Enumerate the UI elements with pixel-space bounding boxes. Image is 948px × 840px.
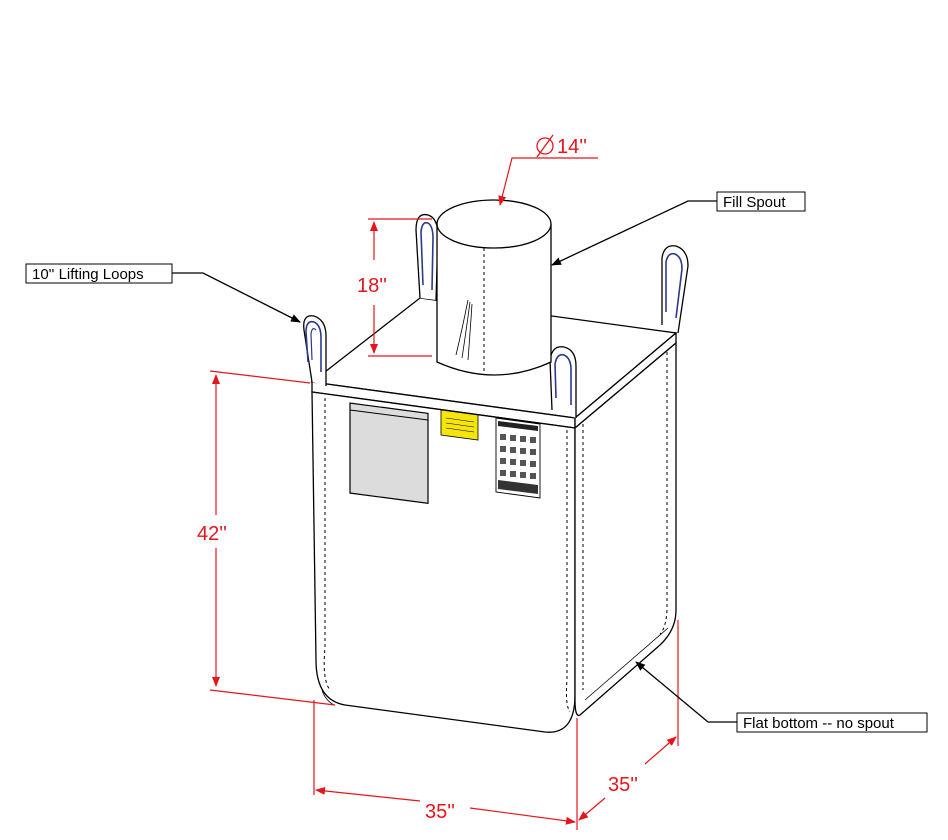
dimension-spout-diameter: 14'' (498, 134, 598, 206)
bottom-right-edge (584, 627, 669, 701)
fill-spout (436, 199, 552, 376)
warning-label (440, 409, 479, 441)
callout-flat-bottom-text: Flat bottom -- no spout (743, 715, 895, 732)
seam-front-left (323, 398, 331, 691)
dimension-spout-height: 18'' (357, 218, 432, 357)
lifting-loop-front-right (549, 346, 577, 418)
callout-lifting-loops: 10'' Lifting Loops (25, 263, 301, 323)
seam-right-right (659, 352, 668, 635)
callout-fill-spout: Fill Spout (551, 191, 806, 266)
bag-depth-value: 35'' (608, 774, 638, 796)
callout-flat-bottom: Flat bottom -- no spout (635, 661, 928, 733)
spout-diameter-value: 14'' (557, 136, 587, 158)
bag-right-face (574, 341, 677, 717)
lifting-loop-back-left (415, 213, 439, 301)
lifting-loop-front-left (303, 315, 327, 386)
document-pouch (349, 402, 429, 505)
spout-height-value: 18'' (357, 275, 387, 297)
bag-width-value: 35'' (425, 801, 455, 823)
info-label (495, 417, 541, 499)
dimension-bag-depth: 35'' (578, 620, 679, 821)
lifting-loop-back-right (661, 245, 689, 334)
callout-fill-spout-text: Fill Spout (723, 194, 786, 211)
callout-lifting-loops-text: 10'' Lifting Loops (32, 266, 144, 283)
diameter-icon (536, 134, 554, 158)
dimension-bag-width: 35'' (313, 700, 578, 830)
bag-height-value: 42'' (197, 523, 227, 545)
bag-body (310, 297, 678, 733)
